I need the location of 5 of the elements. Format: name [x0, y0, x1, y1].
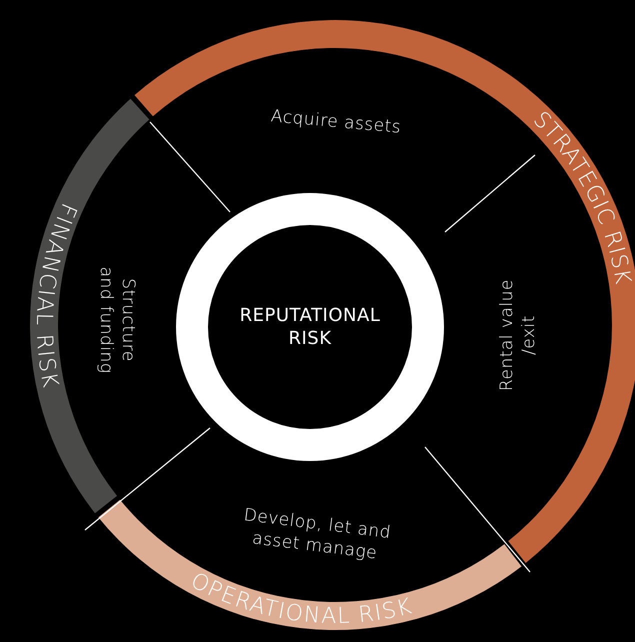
sector-label: Structure and funding [95, 266, 140, 376]
center-label: REPUTATIONAL RISK [238, 304, 382, 350]
sector-label: Develop, let and asset manage [242, 504, 394, 566]
sector-label: Acquire assets [269, 105, 403, 140]
sector-label: Rental value /exit [496, 278, 540, 394]
